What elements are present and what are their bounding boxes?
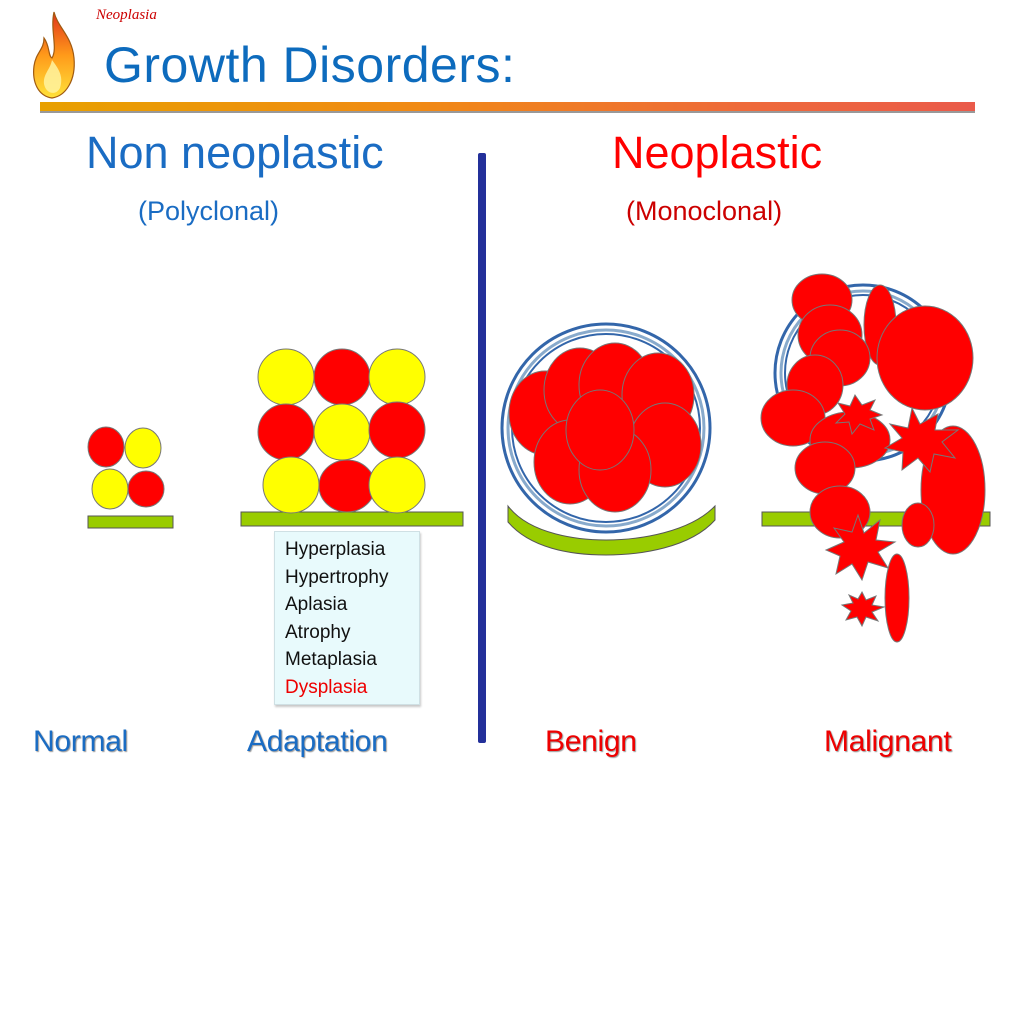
benign-tumor-illustration	[500, 322, 716, 556]
adaptation-types-box: Hyperplasia Hypertrophy Aplasia Atrophy …	[274, 531, 420, 705]
list-item-hyperplasia: Hyperplasia	[285, 539, 386, 560]
list-item-metaplasia: Metaplasia	[285, 649, 377, 670]
monoclonal-subheading: (Monoclonal)	[626, 196, 783, 226]
title-underline	[40, 102, 975, 113]
malignant-tumor-illustration	[760, 273, 991, 643]
flame-logo-icon	[33, 11, 75, 99]
non-neoplastic-heading: Non neoplastic	[86, 127, 384, 178]
header-topic: Neoplasia	[96, 7, 157, 23]
adaptation-tissue-illustration	[240, 348, 464, 527]
neoplastic-heading: Neoplastic	[612, 127, 823, 178]
list-item-aplasia: Aplasia	[285, 594, 348, 615]
list-item-atrophy: Atrophy	[285, 621, 351, 643]
stage-label-normal: Normal	[33, 725, 128, 758]
list-item-hypertrophy: Hypertrophy	[285, 566, 389, 588]
stage-label-malignant: Malignant	[824, 725, 952, 758]
list-item-dysplasia: Dysplasia	[285, 676, 368, 698]
normal-tissue-illustration	[87, 426, 174, 529]
polyclonal-subheading: (Polyclonal)	[138, 196, 280, 226]
section-divider	[478, 153, 486, 743]
stage-label-benign: Benign	[545, 725, 637, 758]
stage-label-adaptation: Adaptation	[247, 725, 388, 758]
page-title: Growth Disorders:	[104, 37, 516, 93]
